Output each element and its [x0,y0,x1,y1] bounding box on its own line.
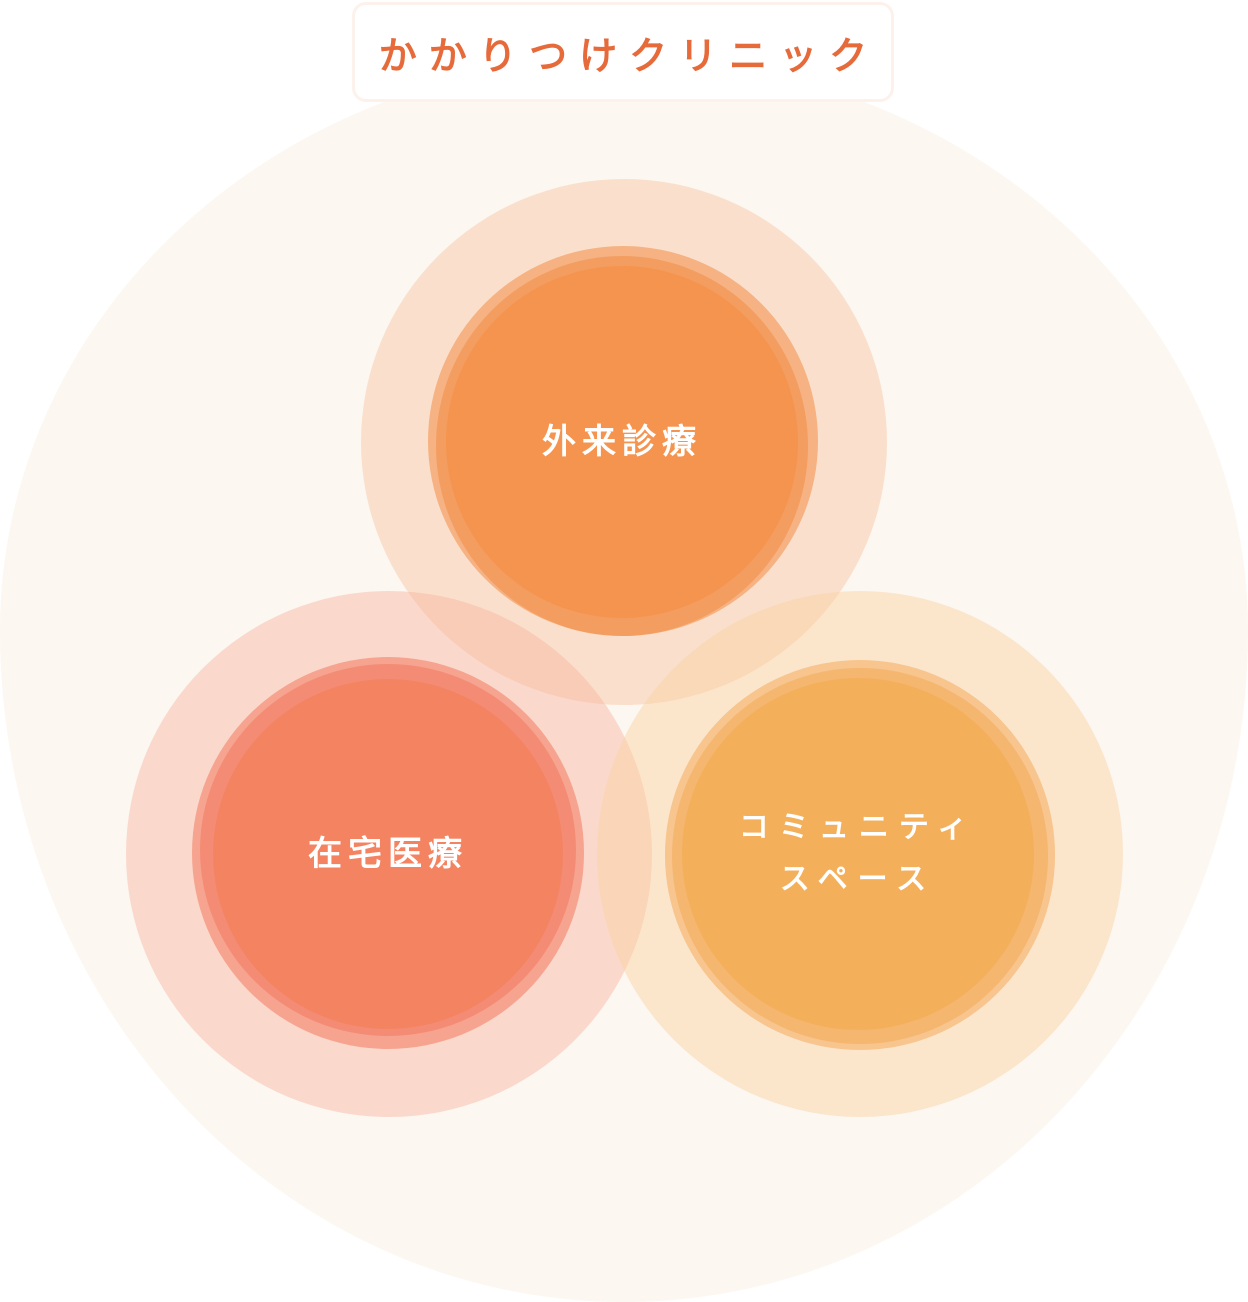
title-box: かかりつけクリニック [352,2,894,102]
home-care-circle: 在宅医療 [213,679,563,1029]
community-space-label: コミュニティ スペース [738,809,978,898]
diagram-title: かかりつけクリニック [378,33,880,78]
community-space-circle: コミュニティ スペース [682,678,1034,1030]
home-care-label: 在宅医療 [308,833,468,874]
outpatient-label: 外来診療 [542,421,702,462]
outpatient-circle: 外来診療 [446,266,798,618]
